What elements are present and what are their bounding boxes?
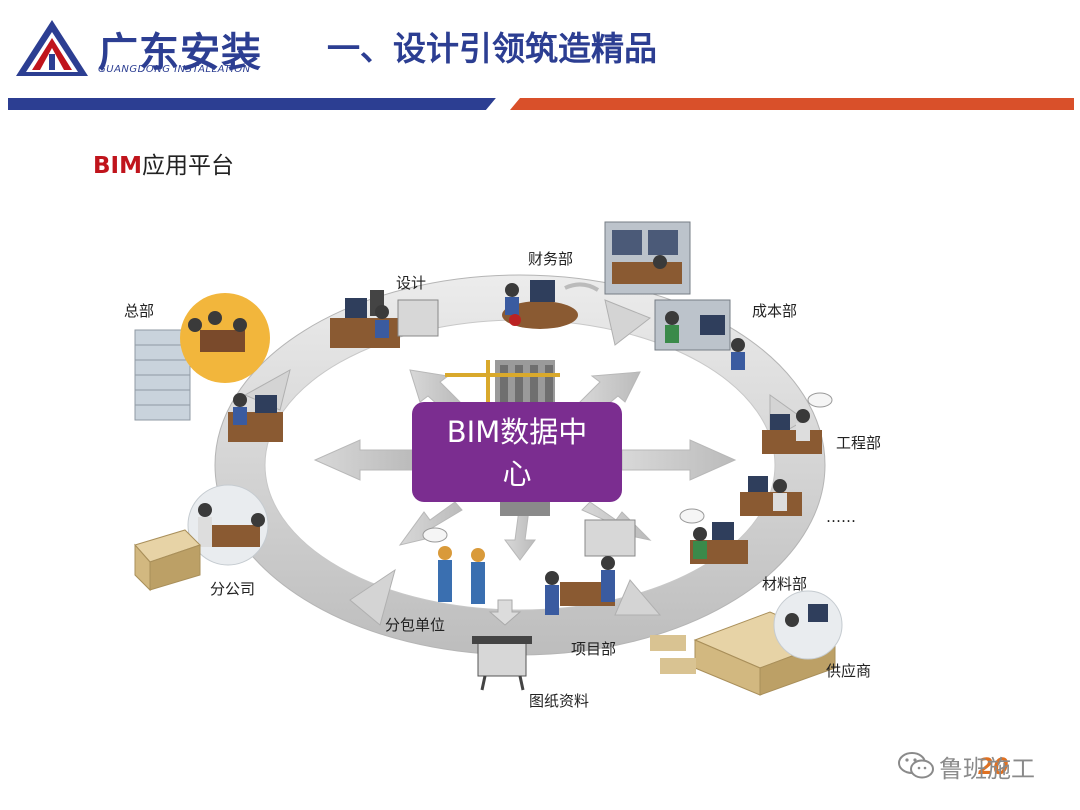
left-desk-illustration bbox=[228, 393, 283, 442]
project-illustration bbox=[545, 519, 636, 615]
bim-data-center-line2: 心 bbox=[502, 457, 532, 491]
header-divider-bar bbox=[8, 98, 1074, 110]
page-title: 一、设计引领筑造精品 bbox=[327, 29, 657, 68]
mid-right-desk-illustration bbox=[740, 476, 802, 516]
node-label-hq: 总部 bbox=[124, 302, 155, 320]
section-title-text: 应用平台 bbox=[141, 153, 234, 179]
logo-chinese-name: 广东安装 bbox=[98, 30, 262, 76]
materials-illustration bbox=[679, 508, 748, 564]
finance-office-illustration bbox=[604, 221, 691, 295]
node-label-supplier: 供应商 bbox=[826, 662, 872, 680]
section-title-bim: BIM bbox=[93, 153, 142, 179]
node-label-design: 设计 bbox=[396, 274, 427, 292]
logo-english-name: GUANGDONG INSTALLATION bbox=[98, 64, 251, 75]
subcontractor-illustration bbox=[422, 527, 485, 604]
node-label-branch: 分公司 bbox=[210, 580, 256, 598]
branch-illustration bbox=[134, 484, 269, 592]
design-illustration bbox=[330, 290, 439, 348]
section-title: BIM应用平台 bbox=[93, 146, 234, 180]
node-label-subcontract: 分包单位 bbox=[385, 616, 446, 634]
page-number: 20 bbox=[978, 755, 1009, 780]
hq-illustration bbox=[134, 293, 270, 421]
node-label-cost: 成本部 bbox=[752, 302, 798, 320]
company-logo: 广东安装 GUANGDONG INSTALLATION bbox=[14, 18, 264, 80]
logo-triangle-icon bbox=[16, 20, 88, 76]
drawings-illustration bbox=[472, 599, 532, 691]
finance-illustration bbox=[502, 280, 600, 329]
slide-header: 广东安装 GUANGDONG INSTALLATION 一、设计引领筑造精品 bbox=[0, 0, 1080, 115]
bim-data-center-line1: BIM数据中 bbox=[446, 415, 588, 449]
wechat-icon bbox=[898, 752, 934, 779]
node-label-project: 项目部 bbox=[571, 640, 617, 658]
node-label-drawings: 图纸资料 bbox=[529, 692, 590, 710]
construction-site-illustration bbox=[445, 360, 560, 516]
node-label-engineering: 工程部 bbox=[836, 434, 882, 452]
node-label-materials: 材料部 bbox=[762, 575, 808, 593]
node-label-finance: 财务部 bbox=[528, 250, 574, 268]
bim-data-center: BIM数据中 心 bbox=[412, 402, 622, 502]
cost-illustration bbox=[654, 299, 745, 370]
watermark: 鲁班施工 bbox=[897, 746, 1057, 786]
node-label-more: …… bbox=[826, 508, 856, 526]
supplier-illustration bbox=[650, 590, 843, 696]
engineering-illustration bbox=[762, 392, 833, 454]
watermark-text: 鲁班施工 bbox=[939, 755, 1035, 783]
